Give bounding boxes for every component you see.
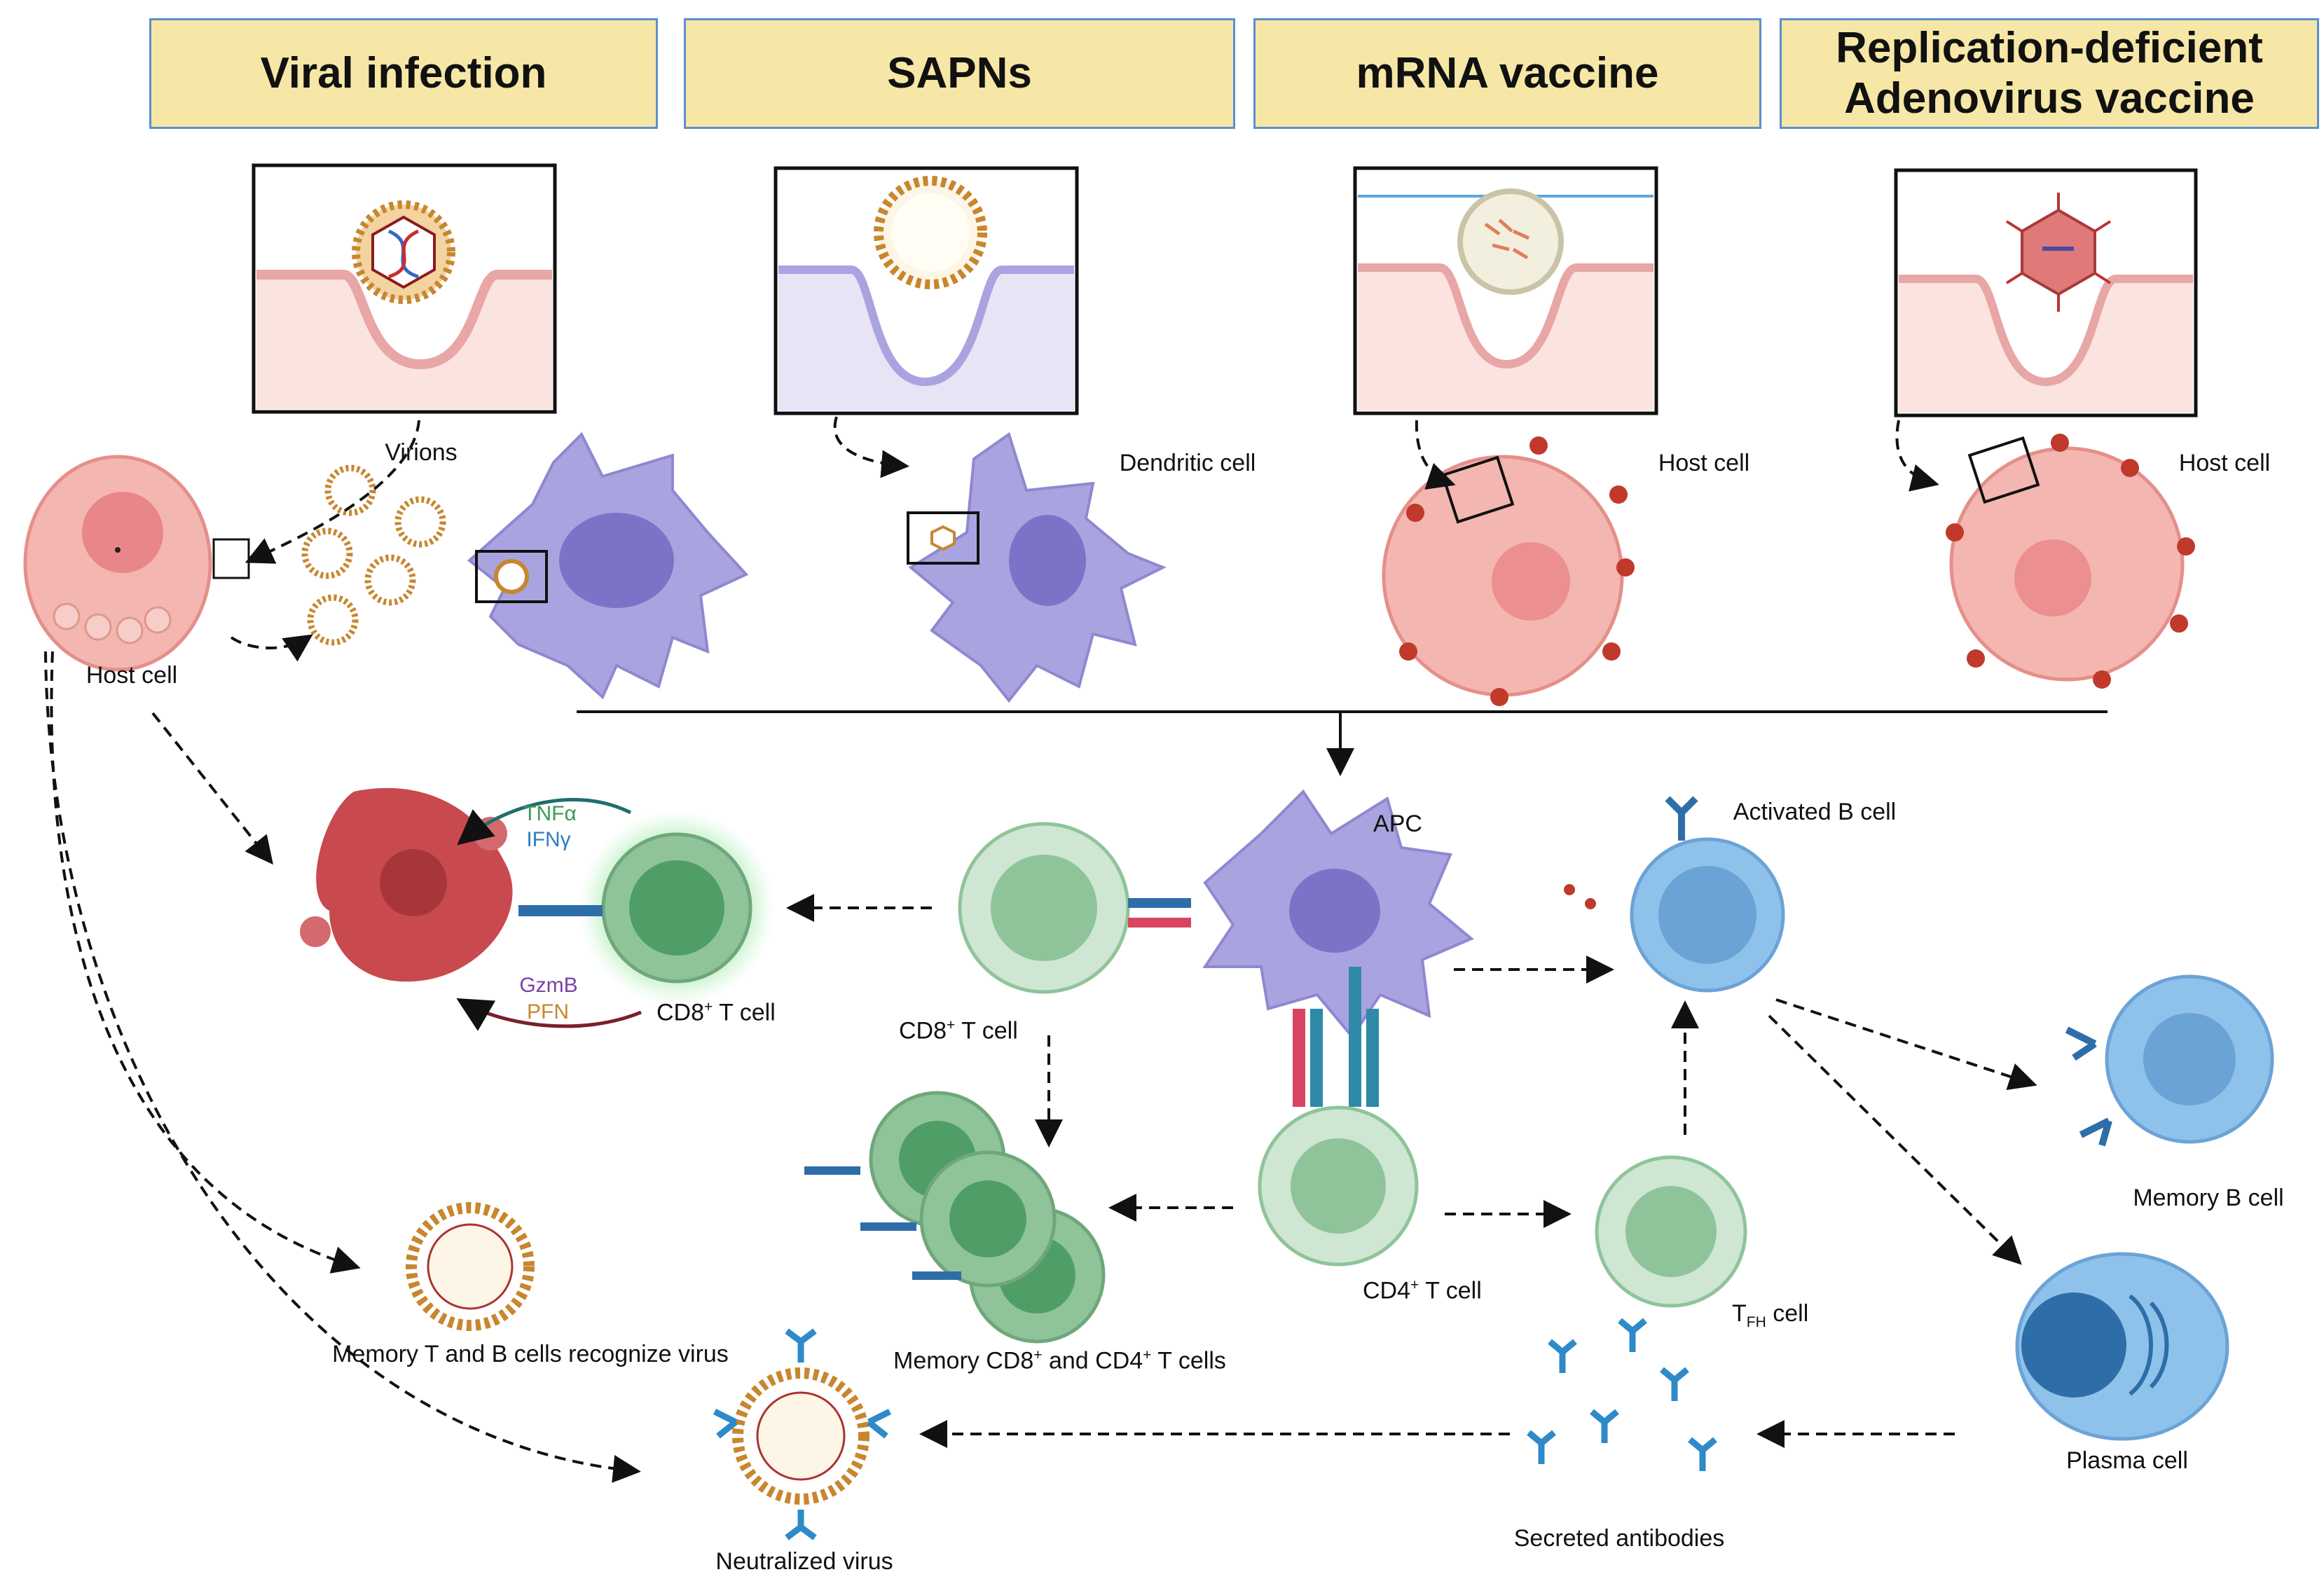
label-tfh-sub: FH (1746, 1313, 1766, 1330)
label-virions: Virions (385, 439, 458, 466)
cd8-naive-t-cell (958, 822, 1191, 994)
activated-b-cell (1564, 796, 1785, 993)
label-secreted-antibodies: Secreted antibodies (1513, 1525, 1725, 1552)
header-viral-infection: Viral infection (149, 18, 658, 129)
label-host-cell-adeno: Host cell (2178, 450, 2271, 476)
label-apc: APC (1373, 811, 1422, 837)
label-tfh-cell: TFH cell (1732, 1300, 1808, 1331)
label-cd8-effector-sup: + (704, 999, 713, 1015)
lipid-nanoparticle-icon (1457, 188, 1564, 295)
label-memory-cd8-part3: T cells (1151, 1347, 1226, 1374)
dying-infected-cell (300, 787, 513, 982)
flow-arrows (44, 416, 2037, 1483)
panel-mrna-uptake (1353, 166, 1658, 415)
label-host-cell-mrna: Host cell (1658, 450, 1750, 476)
header-adenovirus-vaccine: Replication-deficient Adenovirus vaccine (1780, 18, 2319, 129)
label-cd8-naive-rest: T cell (955, 1017, 1018, 1044)
label-memory-cd8-part1: Memory CD8 (893, 1347, 1034, 1374)
label-ifng: IFNγ (526, 828, 571, 851)
host-cell-mrna (1382, 436, 1635, 706)
label-neutralized-virus: Neutralized virus (715, 1548, 893, 1575)
memory-b-cell (2065, 974, 2274, 1147)
label-tnfa: TNFα (523, 802, 577, 825)
header-viral-infection-text: Viral infection (260, 49, 547, 97)
dendritic-cell-viral (467, 432, 749, 700)
label-cd4-sup: + (1410, 1277, 1419, 1293)
label-memory-cd8-sup2: + (1143, 1347, 1152, 1363)
header-sapns-text: SAPNs (887, 49, 1032, 97)
label-cd4-main: CD4 (1363, 1277, 1411, 1304)
label-memory-b-cell: Memory B cell (2133, 1185, 2284, 1211)
apc-cell (1202, 789, 1474, 1107)
host-cell-adenovirus (1946, 434, 2195, 689)
label-memory-cd8-cd4: Memory CD8+ and CD4+ T cells (893, 1347, 1226, 1374)
label-cd8-effector: CD8+ T cell (656, 999, 776, 1026)
panel-viral-infection-uptake (252, 163, 557, 414)
label-memory-cd8-part2: and CD4 (1042, 1347, 1143, 1374)
tfh-cell (1595, 1155, 1747, 1308)
plasma-cell (2015, 1252, 2229, 1441)
label-cd8-naive: CD8+ T cell (899, 1017, 1018, 1044)
panel-adenovirus-uptake (1894, 168, 2198, 418)
label-dendritic-cell: Dendritic cell (1119, 450, 1256, 476)
host-cell-infected (23, 455, 250, 672)
dendritic-cell-sapn (907, 432, 1167, 703)
memory-recognize-virus (406, 1202, 535, 1331)
label-cd8-naive-main: CD8 (899, 1017, 947, 1044)
label-tfh-rest: cell (1766, 1300, 1809, 1327)
label-memory-tb-recognize: Memory T and B cells recognize virus (332, 1341, 729, 1367)
header-mrna-vaccine: mRNA vaccine (1253, 18, 1761, 129)
header-adenovirus-line1: Replication-deficient (1836, 24, 2263, 72)
label-cd4-t-cell: CD4+ T cell (1363, 1277, 1482, 1304)
adenovirus-particle-icon (2005, 193, 2112, 312)
label-cd8-effector-rest: T cell (713, 999, 776, 1026)
memory-cd8-cd4-t-cells (804, 1091, 1106, 1344)
secreted-antibodies-icon (1527, 1318, 1717, 1471)
cd8-effector-t-cell (518, 810, 775, 1006)
label-activated-b-cell: Activated B cell (1733, 799, 1897, 825)
label-gzmb: GzmB (519, 974, 578, 997)
header-mrna-vaccine-text: mRNA vaccine (1356, 49, 1659, 97)
label-memory-cd8-sup1: + (1033, 1347, 1043, 1363)
sapn-particle-icon (874, 176, 987, 289)
virions-cluster (301, 464, 446, 646)
label-cd4-rest: T cell (1419, 1277, 1482, 1304)
label-cd8-effector-main: CD8 (656, 999, 705, 1026)
header-adenovirus-line2: Adenovirus vaccine (1844, 74, 2255, 123)
virus-particle-icon (352, 200, 455, 304)
header-sapns: SAPNs (684, 18, 1235, 129)
label-cd8-naive-sup: + (947, 1017, 956, 1033)
cd4-t-cell (1258, 1105, 1419, 1267)
label-tfh-main: T (1732, 1300, 1747, 1327)
label-plasma-cell: Plasma cell (2066, 1447, 2188, 1474)
label-host-cell-left: Host cell (85, 662, 178, 689)
neutralized-virus-icon (713, 1328, 892, 1540)
panel-sapns-uptake (773, 166, 1079, 415)
label-pfn: PFN (527, 1000, 569, 1023)
